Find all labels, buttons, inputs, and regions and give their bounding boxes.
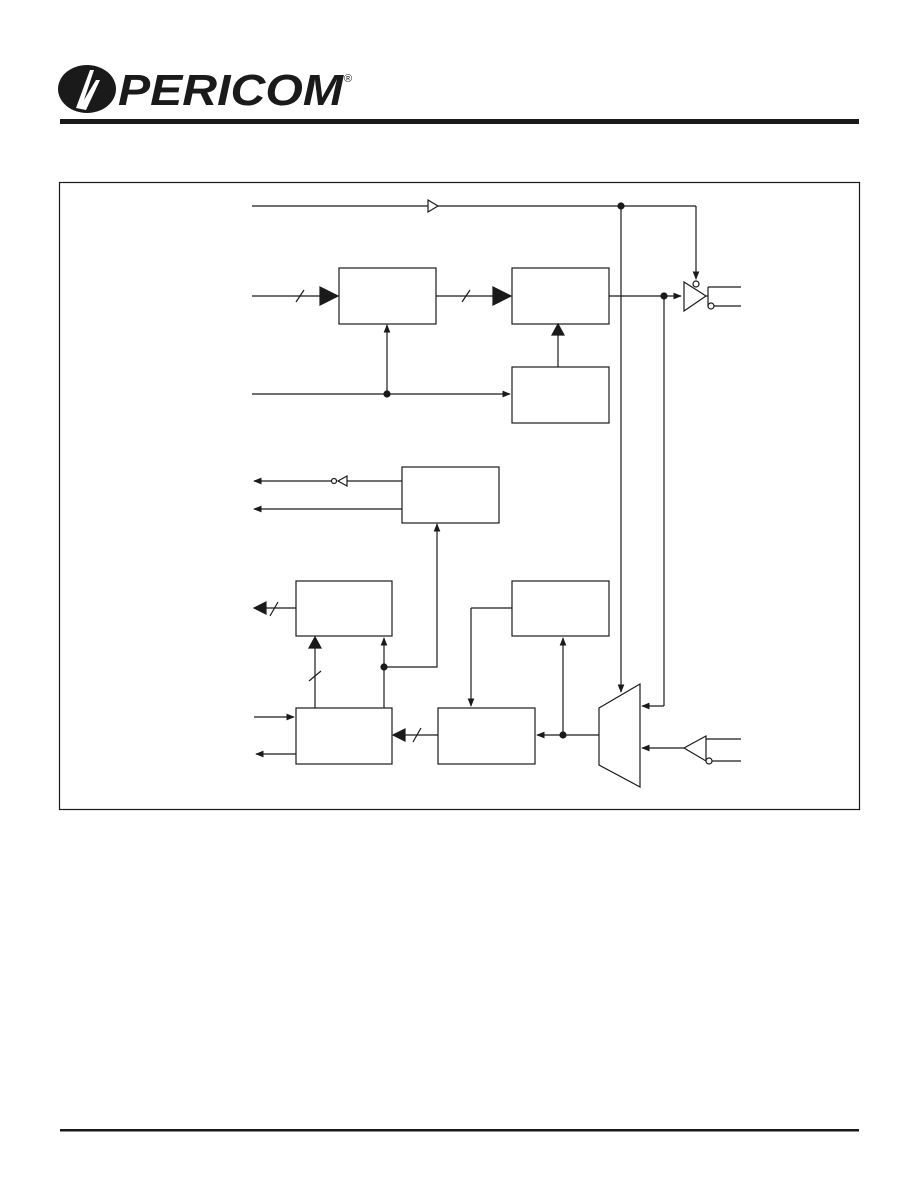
arrow-in-block-5-bottom: [307, 635, 323, 649]
block-8: [437, 707, 536, 765]
arrow-in-block-7: [391, 728, 406, 742]
diagram-frame: [58, 181, 861, 811]
arrow-out-block-5: [252, 601, 267, 615]
logo-text: PERICOM: [118, 66, 344, 115]
bus-slash-3: [269, 601, 279, 617]
inverter-out-icon: [336, 474, 348, 488]
block-7: [295, 707, 393, 765]
wire-to-block-4: [384, 523, 441, 668]
input-receiver-icon: [682, 734, 707, 763]
bus-slash-5: [412, 727, 422, 743]
output-driver-icon: [683, 280, 708, 313]
block-6: [511, 580, 610, 637]
block-3: [511, 366, 610, 424]
bus-slash-1: [295, 289, 305, 303]
bus-slash-2: [461, 289, 471, 303]
driver-inv-bubble: [707, 302, 715, 310]
block-1: [338, 267, 437, 325]
logo-emblem-mark: [76, 70, 100, 110]
driver-enable-bubble: [692, 280, 700, 288]
registered-mark: ®: [344, 73, 352, 85]
inverter-out-bubble: [330, 477, 338, 485]
footer-rule: [60, 1129, 859, 1132]
arrow-in-block-1: [319, 286, 340, 306]
arrow-in-block-2: [492, 286, 513, 306]
block-5: [295, 580, 393, 637]
receiver-inv-bubble: [705, 757, 713, 765]
block-4: [401, 466, 500, 524]
pericom-logo: PERICOM ®: [58, 65, 352, 115]
block-diagram: [252, 198, 741, 789]
arrow-in-block-2-bottom: [550, 322, 566, 336]
multiplexer: [598, 682, 641, 789]
header-rule: [60, 119, 859, 124]
bus-slash-4: [308, 670, 322, 682]
buffer-top-icon: [427, 198, 440, 214]
block-2: [511, 267, 610, 325]
